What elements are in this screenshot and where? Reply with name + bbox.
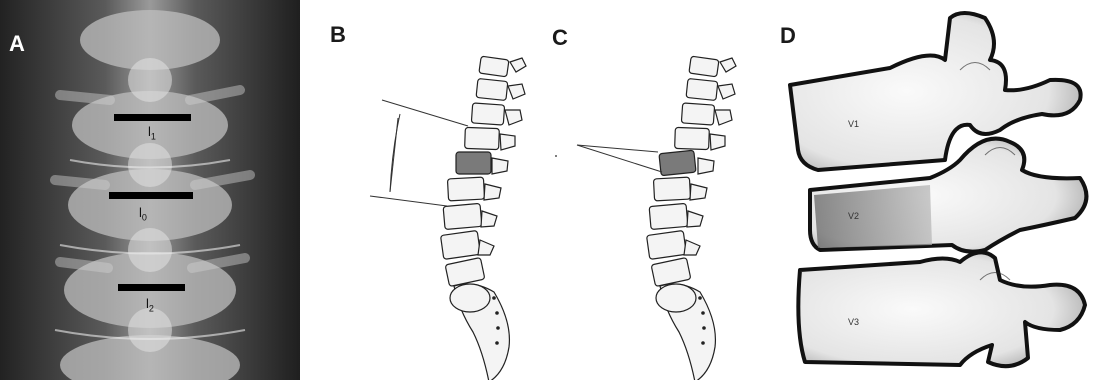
measure-label-l0: l0 xyxy=(139,205,147,223)
vertebra-label-v2: V2 xyxy=(848,211,859,221)
measure-bar-l1 xyxy=(114,114,191,121)
spine-diagram-c xyxy=(552,0,762,380)
vertebra-v1 xyxy=(790,13,1081,170)
measure-bar-l0 xyxy=(109,192,193,199)
spine-diagram-b xyxy=(322,0,552,380)
measure-bar-l2 xyxy=(118,284,185,291)
vertebra-v3 xyxy=(798,252,1085,366)
xray-image xyxy=(0,0,300,380)
panel-a-xray: A l1 l0 l2 xyxy=(0,0,300,380)
panel-c-spine-drawing: C xyxy=(552,0,762,380)
measure-label-l1: l1 xyxy=(148,124,156,142)
panel-d-vertebrae-drawing: D V1 V2 V3 xyxy=(780,0,1109,380)
measure-label-l2: l2 xyxy=(146,296,154,314)
vertebra-label-v3: V3 xyxy=(848,317,859,327)
panel-letter-a: A xyxy=(9,33,25,55)
vertebrae-diagram-d xyxy=(780,0,1109,380)
panel-b-spine-drawing: B xyxy=(322,0,552,380)
vertebra-label-v1: V1 xyxy=(848,119,859,129)
